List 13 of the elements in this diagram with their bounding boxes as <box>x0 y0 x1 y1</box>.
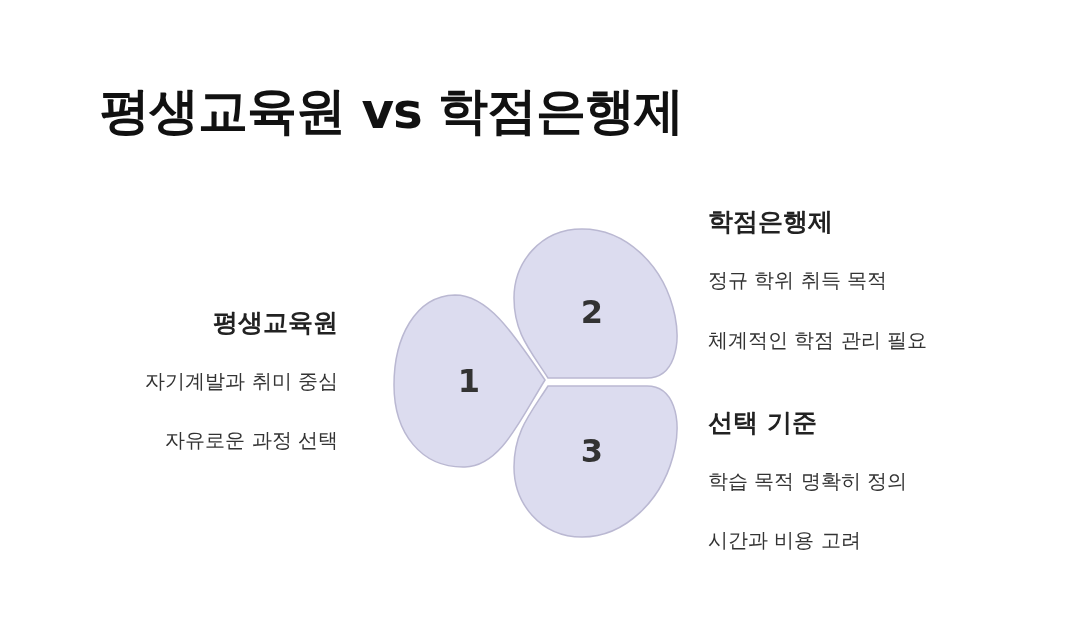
title: 평생교육원 vs 학점은행제 <box>100 81 684 142</box>
step-number: 2 <box>580 296 604 328</box>
step-number: 3 <box>580 435 604 467</box>
step-number: 1 <box>457 365 481 397</box>
section-heading: 평생교육원 <box>213 309 338 335</box>
bullet-text: 시간과 비용 고려 <box>708 530 861 550</box>
section-heading: 학점은행제 <box>708 208 833 234</box>
section-heading: 선택 기준 <box>708 409 817 435</box>
bullet-text: 체계적인 학점 관리 필요 <box>708 330 928 350</box>
bullet-text: 자기계발과 취미 중심 <box>145 371 338 391</box>
bullet-text: 자유로운 과정 선택 <box>165 430 338 450</box>
bullet-text: 정규 학위 취득 목적 <box>708 270 888 290</box>
bullet-text: 학습 목적 명확히 정의 <box>708 471 908 491</box>
